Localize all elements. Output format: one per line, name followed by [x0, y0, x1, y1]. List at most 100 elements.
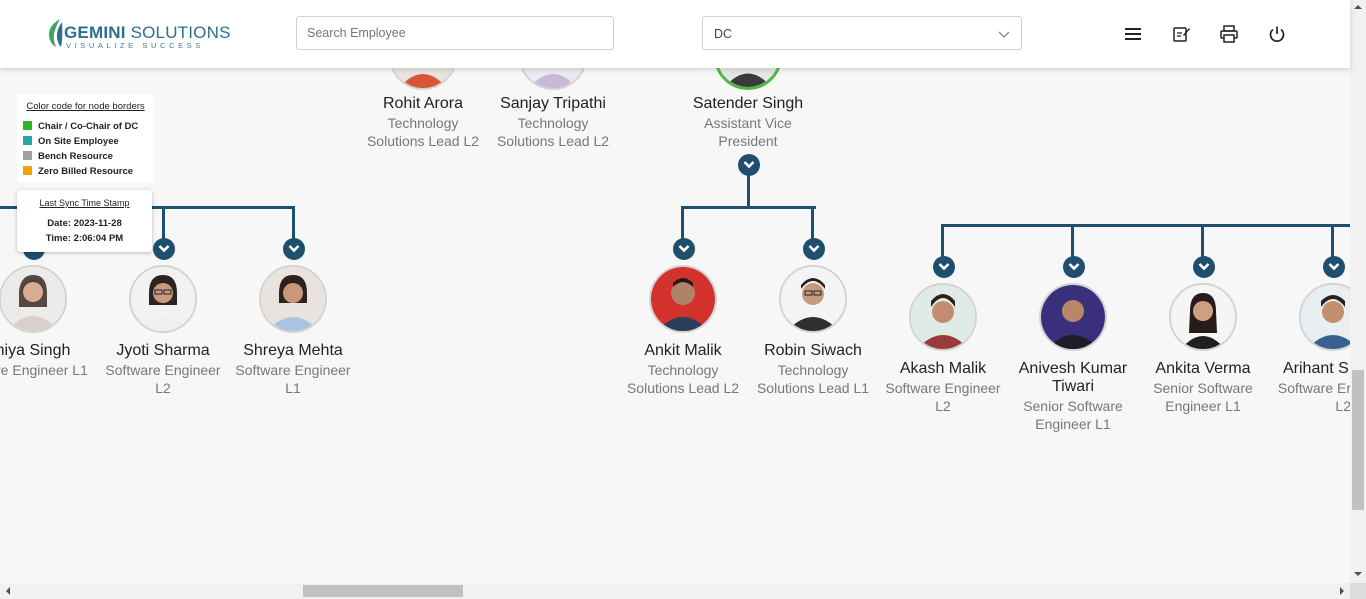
legend-swatch [23, 121, 32, 130]
connector-line [162, 206, 165, 240]
expand-toggle[interactable] [153, 238, 175, 260]
legend-swatch [23, 136, 32, 145]
chevron-down-icon [288, 245, 300, 253]
department-select[interactable]: DC [702, 16, 1022, 50]
org-chart-canvas[interactable]: Rohit Arora Technology Solutions Lead L2… [0, 0, 1350, 583]
scroll-up-icon[interactable] [1350, 2, 1366, 12]
employee-title: Technology Solutions Lead L1 [756, 362, 870, 396]
chevron-down-icon [998, 31, 1010, 38]
employee-name[interactable]: Rohit Arora [382, 95, 464, 112]
scrollbar-corner [1350, 583, 1366, 599]
horizontal-scroll-thumb[interactable] [303, 585, 463, 597]
chevron-down-icon [808, 245, 820, 253]
employee-name[interactable]: Akash Malik [899, 360, 987, 377]
expand-toggle[interactable] [933, 256, 955, 278]
sync-date: Date: 2023-11-28 [47, 218, 122, 229]
logo-leaf-icon [48, 19, 63, 47]
connector-line [941, 224, 1350, 227]
employee-name[interactable]: Robin Siwach [764, 342, 862, 359]
employee-title: Senior Software Engineer L1 [1023, 398, 1123, 432]
legend-swatch [23, 151, 32, 160]
top-header: GEMINI SOLUTIONS VISUALIZE SUCCESS DC [0, 0, 1350, 68]
sync-title: Last Sync Time Stamp [39, 198, 130, 208]
employee-name[interactable]: Shreya Mehta [243, 342, 343, 359]
chevron-down-icon [1328, 263, 1340, 271]
expand-toggle[interactable] [738, 154, 760, 176]
employee-name[interactable]: Jyoti Sharma [116, 342, 210, 359]
connector-line [1331, 224, 1334, 258]
connector-line [681, 206, 816, 209]
employee-photo[interactable] [909, 283, 977, 351]
legend-label: Zero Billed Resource [38, 166, 134, 177]
chevron-down-icon [938, 263, 950, 271]
employee-name[interactable]: Ankita Verma [1155, 360, 1251, 377]
connector-line [811, 206, 814, 240]
expand-toggle[interactable] [283, 238, 305, 260]
logo-text: GEMINI SOLUTIONS [64, 23, 231, 42]
chevron-down-icon [158, 245, 170, 253]
connector-line [681, 206, 684, 240]
company-logo[interactable]: GEMINI SOLUTIONS VISUALIZE SUCCESS [46, 16, 230, 52]
expand-toggle[interactable] [1063, 256, 1085, 278]
connector-line [1071, 224, 1074, 258]
employee-name[interactable]: Arihant S [1283, 360, 1349, 377]
legend-item-onsite: On Site Employee [23, 136, 119, 147]
employee-photo[interactable] [0, 265, 67, 333]
employee-name[interactable]: Ankit Malik [644, 342, 722, 359]
chevron-down-icon [743, 161, 755, 169]
employee-title: Technology Solutions Lead L2 [496, 115, 610, 149]
expand-toggle[interactable] [1193, 256, 1215, 278]
legend-swatch [23, 166, 32, 175]
employee-title: Software Engineer L2 [105, 362, 221, 396]
expand-toggle[interactable] [1323, 256, 1345, 278]
search-employee-input[interactable] [296, 16, 614, 50]
legend-item-chair: Chair / Co-Chair of DC [23, 121, 138, 132]
connector-line [747, 172, 750, 208]
employee-photo[interactable] [649, 265, 717, 333]
employee-title: Senior Software Engineer L1 [1153, 380, 1253, 414]
scroll-down-icon[interactable] [1350, 569, 1366, 579]
employee-title: Software Engineer L2 [885, 380, 1001, 414]
employee-name[interactable]: Anivesh Kumar Tiwari [1018, 360, 1128, 395]
legend-label: Chair / Co-Chair of DC [38, 121, 139, 132]
vertical-scrollbar[interactable] [1350, 0, 1366, 583]
employee-photo[interactable] [259, 265, 327, 333]
scroll-right-icon[interactable] [1337, 583, 1347, 599]
chevron-down-icon [1068, 263, 1080, 271]
sync-timestamp-panel: Last Sync Time Stamp Date: 2023-11-28 Ti… [17, 190, 152, 252]
power-icon[interactable] [1267, 24, 1287, 44]
employee-name[interactable]: hiya Singh [0, 342, 71, 359]
logo-tagline: VISUALIZE SUCCESS [66, 41, 204, 50]
employee-title: Software Engineer L1 [235, 362, 351, 396]
legend-label: On Site Employee [38, 136, 119, 147]
employee-photo[interactable] [1169, 283, 1237, 351]
employee-name[interactable]: Sanjay Tripathi [500, 95, 606, 112]
employee-title: Technology Solutions Lead L2 [626, 362, 740, 396]
connector-line [1201, 224, 1204, 258]
expand-toggle[interactable] [803, 238, 825, 260]
vertical-scroll-thumb[interactable] [1352, 370, 1364, 510]
horizontal-scrollbar[interactable] [0, 583, 1350, 599]
menu-icon[interactable] [1123, 24, 1143, 44]
employee-photo[interactable] [1039, 283, 1107, 351]
print-icon[interactable] [1219, 24, 1239, 44]
legend-title: Color code for node borders [26, 101, 145, 112]
connector-line [292, 206, 295, 240]
employee-photo[interactable] [779, 265, 847, 333]
employee-title: Assistant Vice President [704, 115, 792, 149]
edit-note-icon[interactable] [1171, 24, 1191, 44]
employee-title: Technology Solutions Lead L2 [366, 115, 480, 149]
expand-toggle[interactable] [673, 238, 695, 260]
employee-photo[interactable] [129, 265, 197, 333]
legend-label: Bench Resource [38, 151, 113, 162]
employee-name[interactable]: Satender Singh [692, 95, 804, 112]
scroll-left-icon[interactable] [3, 583, 13, 599]
legend-item-zero-billed: Zero Billed Resource [23, 166, 133, 177]
chevron-down-icon [1198, 263, 1210, 271]
connector-line [941, 224, 944, 258]
department-select-value: DC [714, 27, 733, 41]
legend-item-bench: Bench Resource [23, 151, 113, 162]
employee-photo[interactable] [1299, 283, 1350, 351]
legend-panel: Color code for node borders Chair / Co-C… [17, 94, 154, 182]
sync-time: Time: 2:06:04 PM [45, 233, 124, 244]
